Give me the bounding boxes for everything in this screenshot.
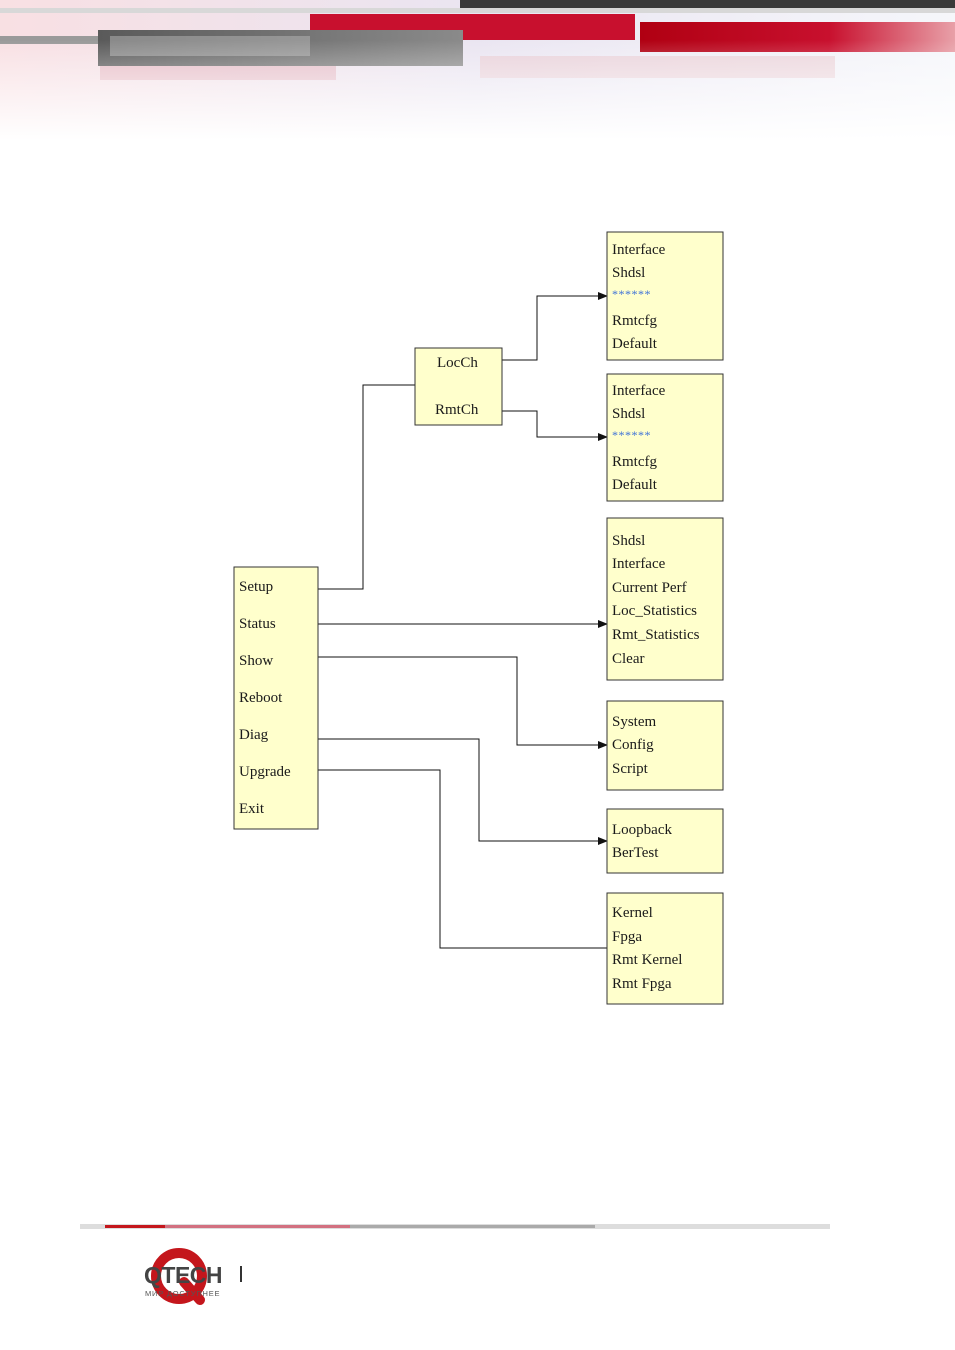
locch-item-stars: ******	[612, 287, 651, 301]
diag-item-loopback: Loopback	[612, 822, 672, 838]
upgrade-item-rmt-fpga: Rmt Fpga	[612, 976, 672, 992]
locch-menu-box: Interface Shdsl ****** Rmtcfg Default	[607, 232, 723, 360]
locch-item-default: Default	[612, 336, 658, 352]
main-menu-item-setup: Setup	[239, 579, 273, 595]
upgrade-menu-box: Kernel Fpga Rmt Kernel Rmt Fpga	[607, 893, 723, 1004]
setup-submenu-box: LocCh RmtCh	[415, 348, 502, 425]
locch-item-shdsl: Shdsl	[612, 265, 645, 281]
connector-setup-to-submenu	[318, 385, 415, 589]
main-menu-item-reboot: Reboot	[239, 690, 283, 706]
rmtch-menu-box: Interface Shdsl ****** Rmtcfg Default	[607, 374, 723, 501]
status-item-rmt-statistics: Rmt_Statistics	[612, 627, 700, 643]
diag-item-bertest: BerTest	[612, 845, 659, 861]
connector-rmtch-to-menu	[502, 411, 607, 437]
status-item-clear: Clear	[612, 651, 644, 667]
main-menu-item-exit: Exit	[239, 801, 265, 817]
status-menu-box: Shdsl Interface Current Perf Loc_Statist…	[607, 518, 723, 680]
submenu-item-rmtch: RmtCh	[435, 402, 479, 418]
footer-brand: QTECH	[144, 1262, 222, 1289]
footer-rule	[80, 1224, 830, 1229]
main-menu-item-upgrade: Upgrade	[239, 764, 291, 780]
status-item-shdsl: Shdsl	[612, 533, 645, 549]
show-item-script: Script	[612, 761, 649, 777]
connector-diag-to-menu	[318, 739, 607, 841]
upgrade-item-rmt-kernel: Rmt Kernel	[612, 952, 682, 968]
rmtch-item-interface: Interface	[612, 383, 666, 399]
locch-item-interface: Interface	[612, 242, 666, 258]
footer-tagline: МИР ДОСТУПНЕЕ	[145, 1289, 220, 1298]
rmtch-item-stars: ******	[612, 428, 651, 442]
connector-show-to-menu	[318, 657, 607, 745]
locch-item-rmtcfg: Rmtcfg	[612, 313, 657, 329]
rmtch-item-shdsl: Shdsl	[612, 406, 645, 422]
submenu-item-locch: LocCh	[437, 355, 478, 371]
show-item-system: System	[612, 714, 657, 730]
rmtch-item-default: Default	[612, 477, 658, 493]
show-menu-box: System Config Script	[607, 701, 723, 790]
diag-menu-box: Loopback BerTest	[607, 809, 723, 873]
show-item-config: Config	[612, 737, 654, 753]
upgrade-item-kernel: Kernel	[612, 905, 653, 921]
main-menu-box: Setup Status Show Reboot Diag Upgrade Ex…	[234, 567, 318, 829]
main-menu-item-show: Show	[239, 653, 273, 669]
main-menu-item-diag: Diag	[239, 727, 269, 743]
connector-upgrade-to-menu	[318, 770, 607, 948]
footer-separator	[240, 1266, 242, 1282]
status-item-current-perf: Current Perf	[612, 580, 687, 596]
upgrade-item-fpga: Fpga	[612, 929, 642, 945]
main-menu-item-status: Status	[239, 616, 276, 632]
status-item-loc-statistics: Loc_Statistics	[612, 603, 697, 619]
status-item-interface: Interface	[612, 556, 666, 572]
rmtch-item-rmtcfg: Rmtcfg	[612, 454, 657, 470]
connector-locch-to-menu	[502, 296, 607, 360]
